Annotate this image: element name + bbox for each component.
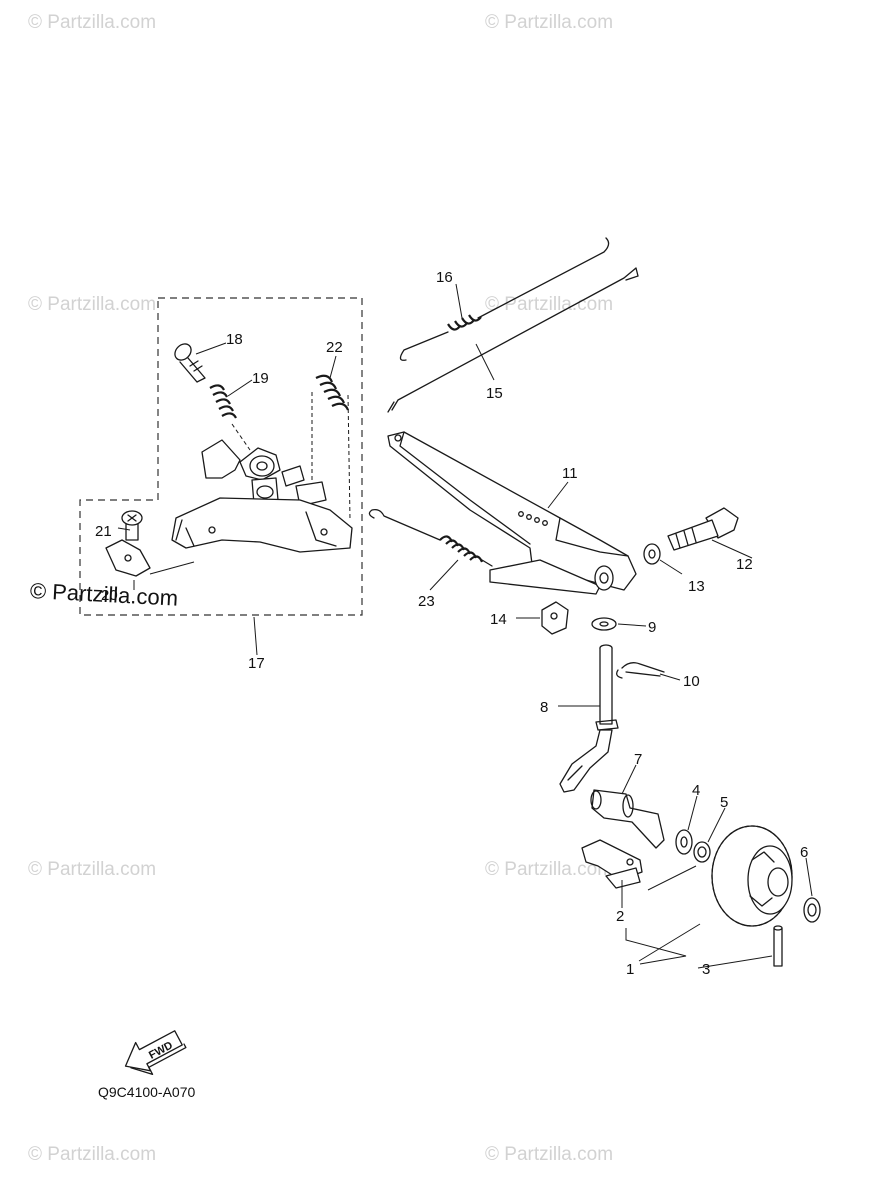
part-22-spring	[311, 374, 351, 521]
part-5-washer	[693, 841, 711, 863]
part-19-spring	[209, 384, 251, 451]
part-16-spring	[399, 237, 610, 361]
leader-lines	[117, 283, 813, 969]
watermark: © Partzilla.com	[485, 859, 613, 880]
callout-22: 22	[326, 339, 343, 356]
part-15-rod	[387, 267, 639, 413]
watermark: © Partzilla.com	[485, 294, 613, 315]
part-20-plate	[105, 539, 195, 590]
callout-21: 21	[95, 523, 112, 540]
part-6-washer	[803, 897, 821, 923]
watermark: © Partzilla.com	[28, 294, 156, 315]
callout-5: 5	[720, 794, 728, 811]
callout-15: 15	[486, 385, 503, 402]
callout-6: 6	[800, 844, 808, 861]
part-21-screw	[121, 510, 143, 541]
part-17-control-lever	[171, 439, 353, 553]
callout-7: 7	[634, 751, 642, 768]
callout-12: 12	[736, 556, 753, 573]
callout-14: 14	[490, 611, 507, 628]
part-9-washer	[591, 617, 617, 631]
callout-23: 23	[418, 593, 435, 610]
part-1-gear	[711, 825, 793, 927]
callout-19: 19	[252, 370, 269, 387]
callout-13: 13	[688, 578, 705, 595]
watermark: © Partzilla.com	[28, 12, 156, 33]
part-12-bolt	[667, 507, 739, 551]
diagram-code: Q9C4100-A070	[98, 1084, 196, 1100]
callout-20: 20	[101, 587, 118, 604]
part-4-washer	[675, 829, 693, 855]
part-23-spring	[368, 508, 493, 567]
callout-16: 16	[436, 269, 453, 286]
callout-8: 8	[540, 699, 548, 716]
callout-3: 3	[702, 961, 710, 978]
watermark: © Partzilla.com	[28, 859, 156, 880]
part-3-pin	[773, 925, 783, 967]
callout-10: 10	[683, 673, 700, 690]
fwd-arrow: FWD	[124, 1030, 187, 1076]
part-10-clip	[616, 662, 665, 679]
part-11-lever	[387, 431, 637, 595]
part-13-washer	[643, 543, 661, 565]
part-8-shaft	[559, 644, 619, 793]
callout-17: 17	[248, 655, 265, 672]
watermark: © Partzilla.com	[28, 1144, 156, 1165]
part-14-nut	[541, 601, 569, 635]
watermark: © Partzilla.com	[485, 1144, 613, 1165]
part-2-weight	[581, 839, 697, 891]
part-7-shaft	[590, 789, 665, 849]
callout-18: 18	[226, 331, 243, 348]
callout-11: 11	[562, 465, 578, 482]
callout-2: 2	[616, 908, 624, 925]
watermark: © Partzilla.com	[485, 12, 613, 33]
assembly-17-boundary	[79, 297, 363, 616]
callout-9: 9	[648, 619, 656, 636]
watermark-layer: © Partzilla.com © Partzilla.com © Partzi…	[28, 12, 613, 1165]
callout-1: 1	[626, 961, 634, 978]
callout-4: 4	[692, 782, 700, 799]
part-18-bolt	[174, 343, 206, 383]
callout-labels: 1 2 3 4 5 6 7 8 9 10 11 12 13 14 15 16 1…	[95, 269, 808, 978]
